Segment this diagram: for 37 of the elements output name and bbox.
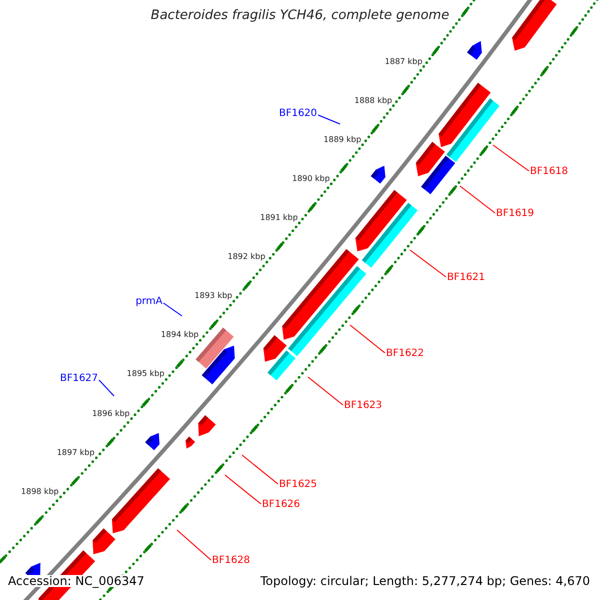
leader-line: [224, 474, 262, 504]
title: Bacteroides fragilis YCH46, complete genome: [150, 9, 450, 22]
kbp-label: 1893 kbp: [194, 292, 232, 300]
kbp-label: 1891 kbp: [260, 214, 298, 222]
kbp-label: 1897 kbp: [56, 448, 95, 457]
gene-label: BF1628: [212, 556, 250, 566]
kbp-label: 1894 kbp: [160, 331, 199, 340]
leader-line: [318, 114, 340, 124]
kbp-label: 1889 kbp: [324, 136, 362, 144]
genome-info-text: Topology: circular; Length: 5,277,274 bp; Genes: 4,670: [260, 575, 590, 587]
leader-line: [492, 144, 530, 172]
leader-line: [242, 454, 278, 484]
leader-line: [98, 380, 114, 396]
accession-text: Accession: NC_006347: [8, 575, 144, 587]
gene-label: BF1621: [446, 273, 486, 283]
gene-label: BF1627: [60, 374, 98, 384]
leader-line: [176, 530, 212, 560]
leader-line: [460, 186, 496, 214]
gene-label: BF1623: [344, 401, 382, 411]
gene-label: BF1625: [278, 480, 318, 490]
kbp-label: 1887 kbp: [384, 58, 422, 66]
gene-label: prmA: [136, 297, 162, 307]
kbp-label: 1892 kbp: [228, 253, 266, 262]
leader-line: [350, 324, 386, 354]
kbp-label: 1896 kbp: [92, 410, 130, 418]
gene-label: BF1620: [278, 109, 318, 119]
leader-line: [308, 376, 344, 406]
leader-line: [410, 250, 446, 278]
gene-label: BF1619: [496, 209, 534, 219]
gene-label: BF1618: [530, 167, 568, 177]
kbp-label: 1895 kbp: [126, 370, 164, 378]
kbp-label: 1890 kbp: [292, 174, 330, 183]
kbp-label: 1898 kbp: [21, 488, 59, 496]
leader-line: [162, 302, 182, 316]
kbp-label: 1888 kbp: [354, 96, 392, 105]
gene-label: BF1626: [262, 500, 300, 510]
gene-label: BF1622: [386, 349, 424, 359]
